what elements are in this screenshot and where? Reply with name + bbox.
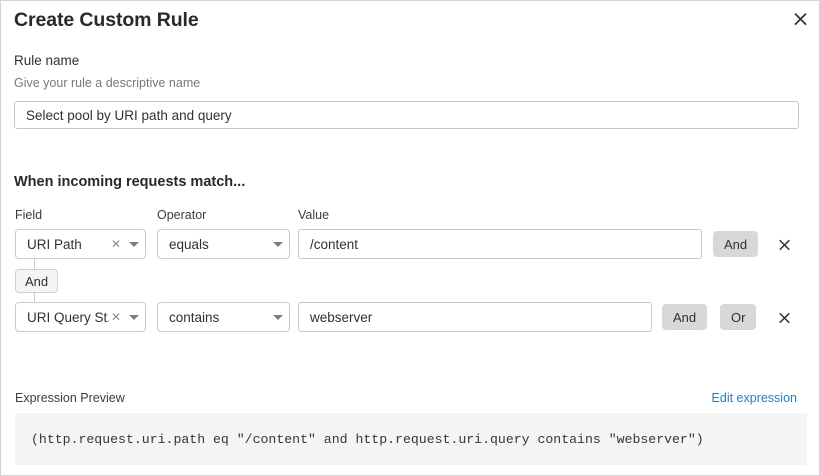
connector-line-top xyxy=(34,259,35,270)
column-header-value: Value xyxy=(298,208,330,222)
rule-name-input[interactable] xyxy=(14,101,799,129)
field-select-0[interactable]: URI Path ✕ xyxy=(15,229,146,259)
field-select-value-0: URI Path xyxy=(27,236,82,252)
clear-x-icon[interactable]: ✕ xyxy=(110,310,122,324)
dialog-title: Create Custom Rule xyxy=(14,9,199,31)
delete-condition-icon-0[interactable] xyxy=(774,234,794,254)
or-button-1[interactable]: Or xyxy=(720,304,757,330)
chevron-down-icon[interactable] xyxy=(267,314,289,320)
rule-name-label: Rule name xyxy=(14,53,80,68)
expression-preview-label: Expression Preview xyxy=(15,391,125,405)
value-input-0[interactable] xyxy=(298,229,702,259)
clear-x-icon[interactable]: ✕ xyxy=(110,237,122,251)
delete-condition-icon-1[interactable] xyxy=(774,307,794,327)
connector-line-bottom xyxy=(34,292,35,302)
operator-select-value-0: equals xyxy=(169,236,209,252)
chevron-down-icon[interactable] xyxy=(123,314,145,320)
column-header-operator: Operator xyxy=(157,208,207,222)
close-icon[interactable] xyxy=(790,8,810,28)
condition-row: URI Query St... ✕ contains And Or xyxy=(1,302,819,332)
expression-preview-box: (http.request.uri.path eq "/content" and… xyxy=(15,413,807,465)
expression-text: (http.request.uri.path eq "/content" and… xyxy=(31,431,704,447)
and-button-1[interactable]: And xyxy=(662,304,708,330)
field-select-value-1: URI Query St... xyxy=(27,309,109,325)
and-button-0[interactable]: And xyxy=(713,231,759,257)
operator-select-1[interactable]: contains xyxy=(157,302,290,332)
edit-expression-link[interactable]: Edit expression xyxy=(711,391,797,405)
rule-name-description: Give your rule a descriptive name xyxy=(14,76,201,90)
value-input-1[interactable] xyxy=(298,302,652,332)
chevron-down-icon[interactable] xyxy=(123,241,145,247)
column-header-field: Field xyxy=(15,208,43,222)
operator-select-0[interactable]: equals xyxy=(157,229,290,259)
field-select-1[interactable]: URI Query St... ✕ xyxy=(15,302,146,332)
chevron-down-icon[interactable] xyxy=(267,241,289,247)
operator-select-value-1: contains xyxy=(169,309,220,325)
match-section-heading: When incoming requests match... xyxy=(14,174,246,190)
condition-row: URI Path ✕ equals And xyxy=(1,229,819,259)
connector-and-badge[interactable]: And xyxy=(15,269,59,293)
